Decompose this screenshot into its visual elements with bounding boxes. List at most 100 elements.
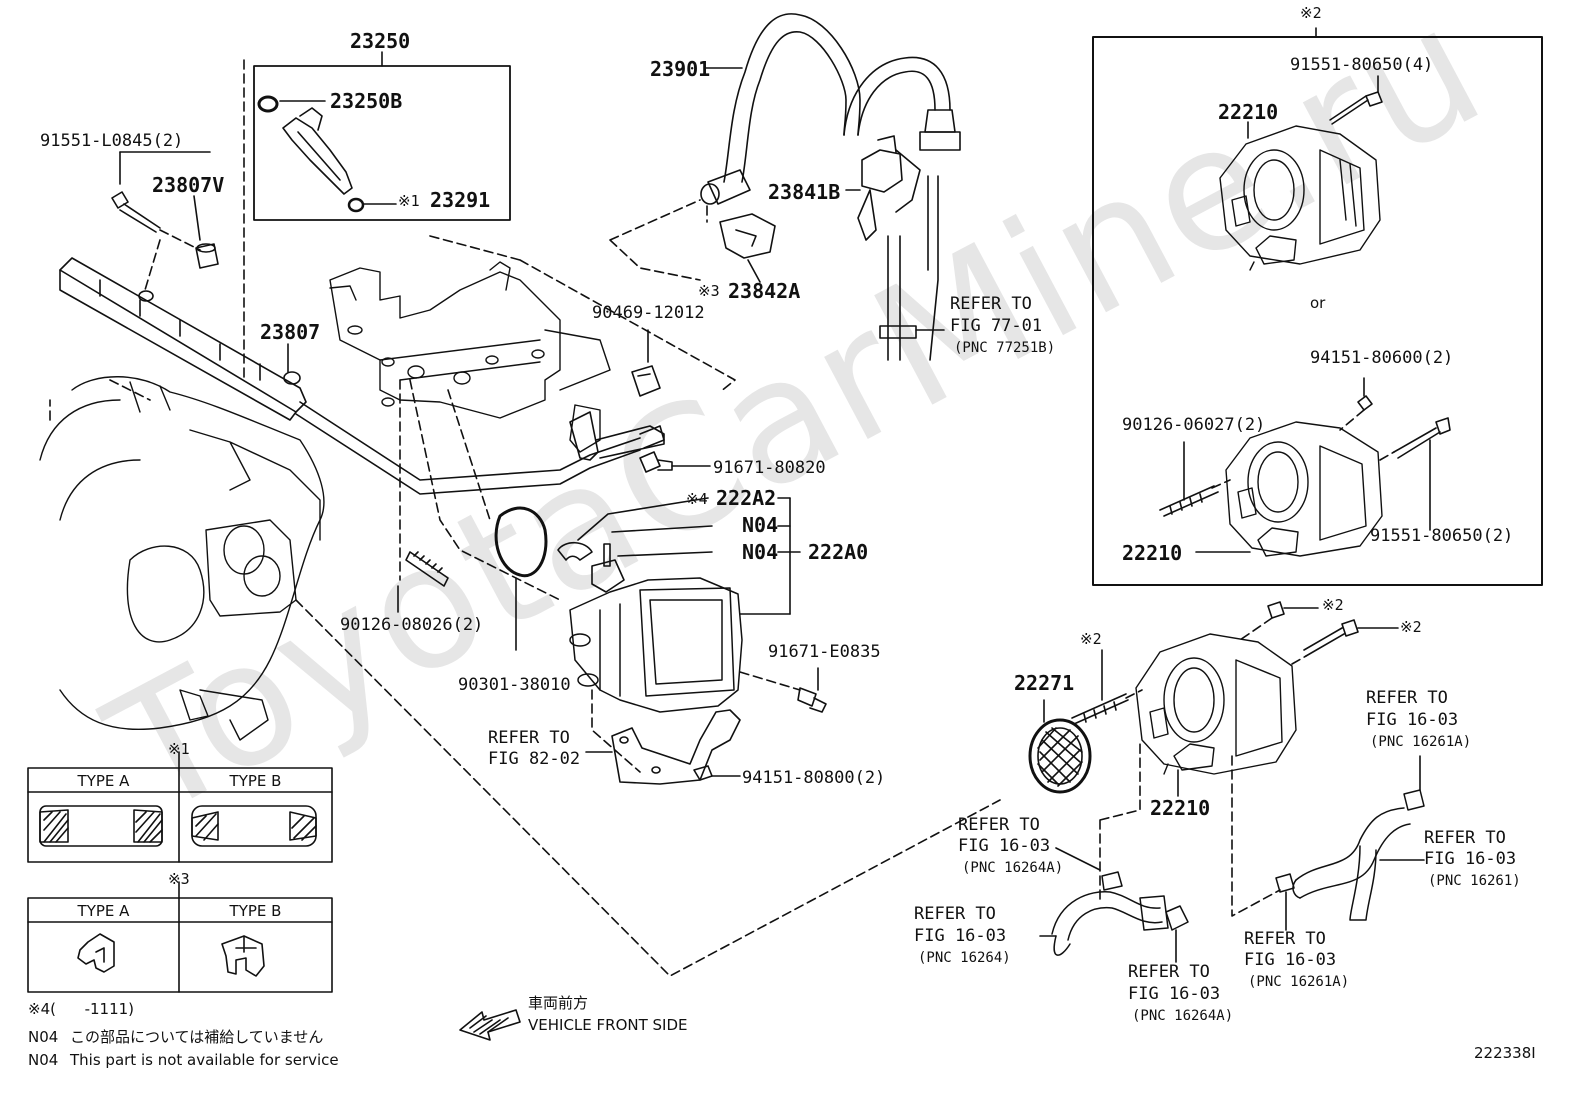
- legend-mark4-note: ※4( -1111): [28, 1000, 135, 1018]
- label-mark2-nut: ※2: [1322, 596, 1344, 614]
- water-hose-16261: [1275, 789, 1425, 921]
- direction-jp: 車両前方: [528, 994, 589, 1012]
- label-refer-16264a-line3: (PNC 16264A): [962, 860, 1064, 876]
- label-23901: 23901: [650, 57, 711, 81]
- label-refer-16261a-line1: REFER TO: [1366, 688, 1448, 708]
- label-91671-80820: 91671-80820: [713, 458, 826, 478]
- label-23250: 23250: [350, 29, 411, 53]
- label-refer-16261-line3: (PNC 16261): [1428, 873, 1521, 889]
- label-22271: 22271: [1014, 671, 1075, 695]
- label-refer-16261a2-line2: FIG 16-03: [1244, 950, 1337, 970]
- label-refer-16264a2-line2: FIG 16-03: [1128, 984, 1221, 1004]
- legend3-type-b: TYPE B: [229, 902, 282, 920]
- label-23250b: 23250B: [330, 89, 403, 113]
- stud-90126-08026: [405, 551, 449, 587]
- label-23841b: 23841B: [768, 180, 841, 204]
- label-23291-mark: ※1: [398, 192, 420, 210]
- label-refer-16264-line3: (PNC 16264): [918, 950, 1011, 966]
- label-box-90126-06027: 90126-06027(2): [1122, 415, 1266, 435]
- label-refer-16264a2-line3: (PNC 16264A): [1132, 1008, 1234, 1024]
- stay-bracket: [611, 709, 741, 785]
- fuel-delivery-pipe-23807: [59, 257, 665, 495]
- label-refer-77-line2: FIG 77-01: [950, 316, 1043, 336]
- vehicle-front-arrow: [459, 1009, 521, 1041]
- label-22210: 22210: [1150, 796, 1211, 820]
- label-box-22210-a: 22210: [1218, 100, 1279, 124]
- label-refer-16261a-line3: (PNC 16261A): [1370, 734, 1472, 750]
- throttle-body-22210-a: [1219, 125, 1381, 271]
- insulator-23291: [347, 197, 365, 213]
- clip-90469-12012: [631, 365, 661, 397]
- label-refer-16261-line2: FIG 16-03: [1424, 849, 1517, 869]
- label-mark2-bolt: ※2: [1400, 618, 1422, 636]
- label-box-or: or: [1310, 294, 1326, 312]
- legend1-type-b: TYPE B: [229, 772, 282, 790]
- label-refer-82-line1: REFER TO: [488, 728, 570, 748]
- water-hose-16264: [1051, 871, 1189, 956]
- label-box-91551-80650-4: 91551-80650(4): [1290, 55, 1434, 75]
- bolt-91671-80820: [639, 451, 673, 473]
- cylinder-head: [329, 261, 611, 453]
- legend1-type-a: TYPE A: [77, 772, 130, 790]
- intake-manifold: [39, 376, 325, 741]
- label-refer-16264-line1: REFER TO: [914, 904, 996, 924]
- label-23807: 23807: [260, 320, 321, 344]
- label-box-91551-80650-2: 91551-80650(2): [1370, 526, 1514, 546]
- gasket-90301-38010: [494, 506, 548, 578]
- label-refer-16261-line1: REFER TO: [1424, 828, 1506, 848]
- bracket-23842a: [719, 213, 776, 259]
- label-23807v: 23807V: [152, 173, 225, 197]
- label-23842a-mark: ※3: [698, 282, 720, 300]
- o-ring-23250b: [257, 95, 279, 113]
- bolt-91551-l0845: [111, 191, 161, 233]
- legend-mark3: ※3: [168, 870, 190, 888]
- label-90469-12012: 90469-12012: [592, 303, 705, 323]
- label-90301-38010: 90301-38010: [458, 675, 571, 695]
- clip-222a2: [557, 541, 593, 561]
- bolt-91671-e0835: [797, 687, 827, 713]
- label-mark2-stud: ※2: [1080, 630, 1102, 648]
- figure-id: 222338I: [1474, 1044, 1536, 1062]
- label-refer-16264a2-line1: REFER TO: [1128, 962, 1210, 982]
- label-n04-pin: N04: [742, 513, 779, 537]
- label-refer-77-line3: (PNC 77251B): [954, 340, 1056, 356]
- legend-n04-en-text: This part is not available for service: [70, 1051, 339, 1069]
- vacuum-hose-23901: [700, 13, 961, 205]
- vsv-23841b: [857, 135, 921, 241]
- label-refer-16264a-line1: REFER TO: [958, 815, 1040, 835]
- legend-mark1: ※1: [168, 740, 190, 758]
- legend-n04-jp-code: N04: [28, 1028, 59, 1046]
- gasket-22271: [1028, 718, 1092, 794]
- fuel-injector: [282, 107, 353, 195]
- direction-en: VEHICLE FRONT SIDE: [528, 1016, 688, 1034]
- label-23291: 23291: [430, 188, 491, 212]
- label-refer-82-line2: FIG 82-02: [488, 749, 581, 769]
- label-222a2-mark: ※4: [686, 490, 708, 508]
- label-box-22210-b: 22210: [1122, 541, 1183, 565]
- throttle-body-actuator: [569, 577, 743, 713]
- collar-23807v: [195, 243, 219, 269]
- legend-n04-jp-text: この部品については補給していません: [70, 1028, 324, 1046]
- legend-n04-en-code: N04: [28, 1051, 59, 1069]
- label-refer-16264a-line2: FIG 16-03: [958, 836, 1051, 856]
- label-91671-e0835: 91671-E0835: [768, 642, 881, 662]
- legend-table-type1: [27, 751, 333, 863]
- label-23842a: 23842A: [728, 279, 801, 303]
- label-n04-sensor: N04: [742, 540, 779, 564]
- label-refer-16261a2-line3: (PNC 16261A): [1248, 974, 1350, 990]
- label-refer-16261a2-line1: REFER TO: [1244, 929, 1326, 949]
- label-box-94151-80600: 94151-80600(2): [1310, 348, 1454, 368]
- throttle-body-22210: [1135, 633, 1297, 775]
- label-94151-80800: 94151-80800(2): [742, 768, 886, 788]
- label-222a0: 222A0: [808, 540, 869, 564]
- label-222a2: 222A2: [716, 486, 777, 510]
- alternative-throttle-box: [1092, 36, 1543, 586]
- label-refer-16261a-line2: FIG 16-03: [1366, 710, 1459, 730]
- legend-table-type3: [27, 881, 333, 993]
- label-refer-16264-line2: FIG 16-03: [914, 926, 1007, 946]
- legend3-type-a: TYPE A: [77, 902, 130, 920]
- label-90126-08026: 90126-08026(2): [340, 615, 484, 635]
- label-91551-l0845: 91551-L0845(2): [40, 131, 184, 151]
